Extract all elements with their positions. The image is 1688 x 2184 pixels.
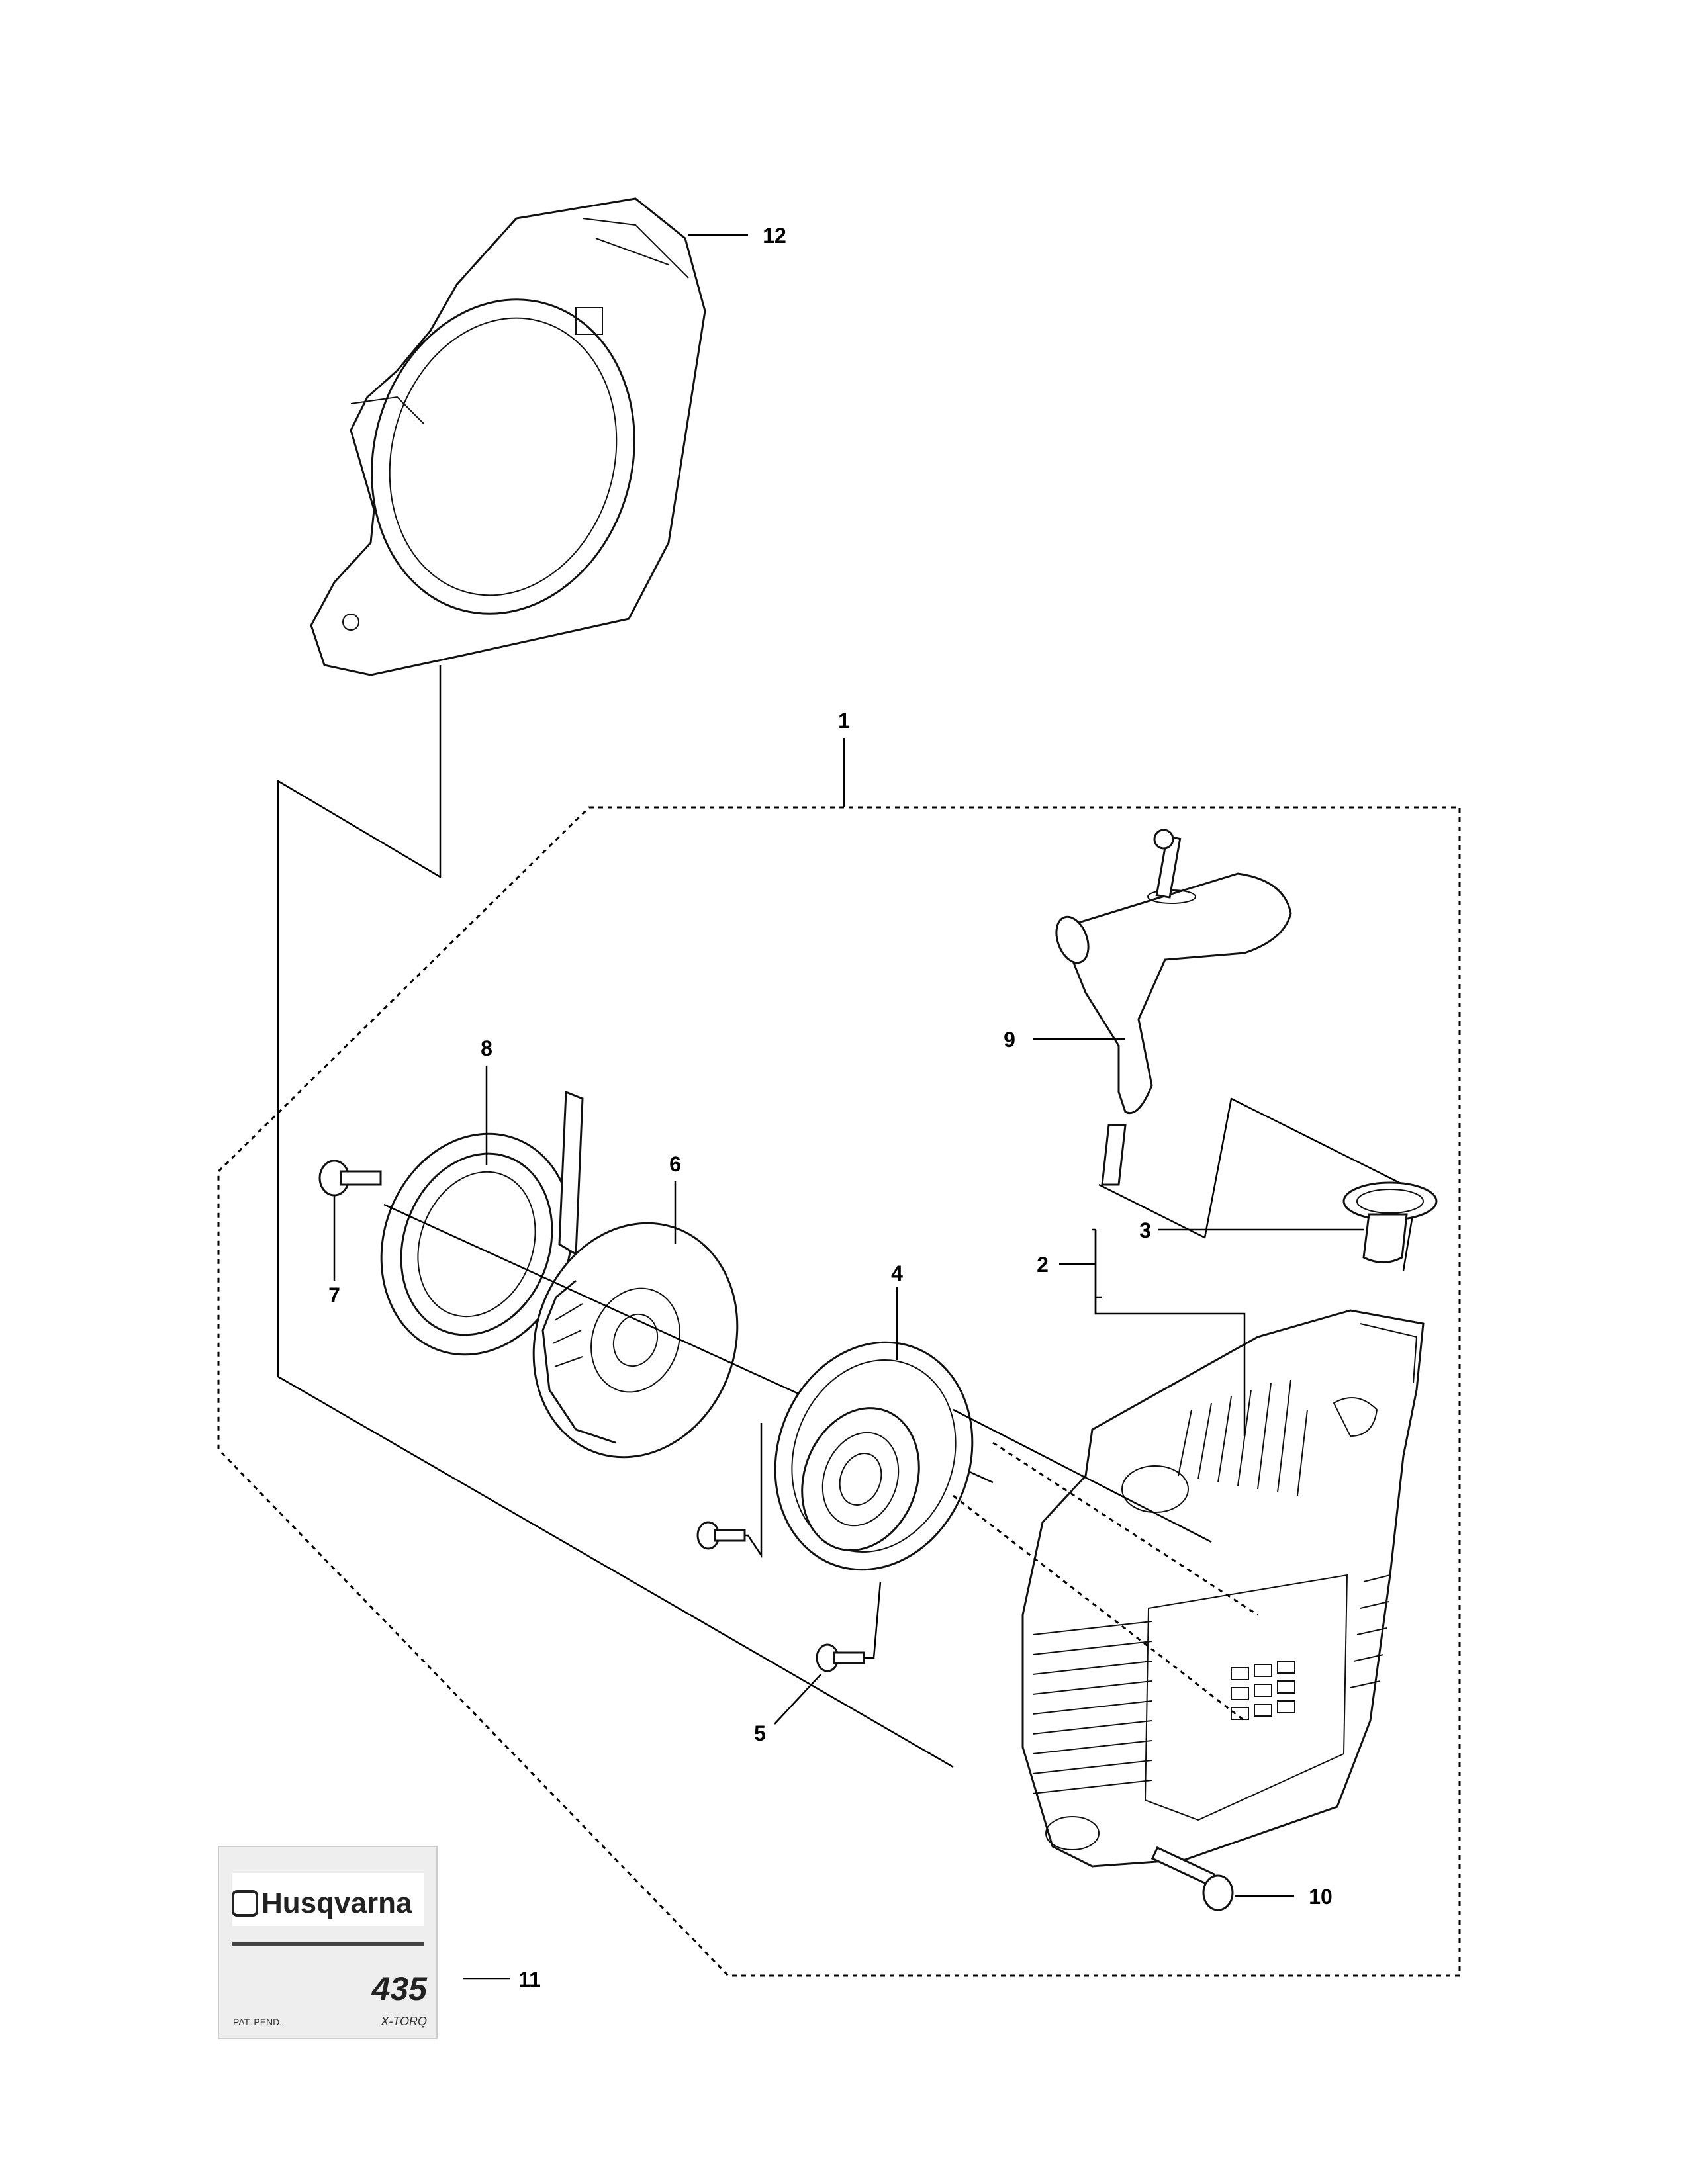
decal-small-right-text: X-TORQ [380, 2015, 427, 2028]
rope-guide-part [1342, 1181, 1438, 1263]
screw-upper-route-line [745, 1423, 763, 1559]
callout-8: 8 [481, 1036, 492, 1060]
starter-housing-part [1021, 1309, 1425, 1868]
decal-small-left-text: PAT. PEND. [233, 2017, 282, 2027]
leader-3-line [1094, 1228, 1364, 1314]
axis-dash-2 [953, 1494, 1245, 1722]
callout-9: 9 [1004, 1028, 1015, 1052]
pulley-part [532, 1222, 739, 1459]
husqvarna-logo-icon [232, 1890, 258, 1917]
starter-handle-part [1055, 829, 1292, 1186]
cassette-screw-upper-part [696, 1521, 746, 1550]
housing-screw-part [1150, 1846, 1234, 1911]
callout-7: 7 [328, 1283, 340, 1307]
callout-4: 4 [891, 1261, 903, 1285]
decal-part: Husqvarna 435 PAT. PEND. X-TORQ [218, 1846, 438, 2039]
axis-line-cassette-housing [953, 1408, 1212, 1543]
callout-6: 6 [669, 1152, 681, 1176]
housing-vent-slots [1032, 1379, 1391, 1794]
cassette-screw-lower-part [816, 1643, 865, 1672]
spring-cassette-part [774, 1341, 974, 1571]
recoil-spring-part [380, 1090, 584, 1356]
callout-3: 3 [1139, 1218, 1151, 1242]
housing-center-grille [1231, 1661, 1295, 1720]
callout-10: 10 [1309, 1885, 1333, 1909]
axis-dash-1 [992, 1441, 1258, 1616]
center-screw-part [318, 1160, 382, 1197]
decal-brand-text: Husqvarna [261, 1887, 412, 1919]
cover-leader-line [277, 665, 954, 1768]
decal-model-text: 435 [371, 1970, 428, 2007]
leader-5-line [774, 1674, 821, 1725]
screw-lower-route-line [864, 1581, 882, 1659]
callout-12: 12 [763, 224, 786, 248]
flywheel-cover-part [310, 197, 706, 676]
callout-1: 1 [838, 709, 850, 733]
callout-5: 5 [754, 1721, 766, 1745]
callout-11: 11 [518, 1968, 541, 1991]
callout-2: 2 [1037, 1253, 1049, 1277]
